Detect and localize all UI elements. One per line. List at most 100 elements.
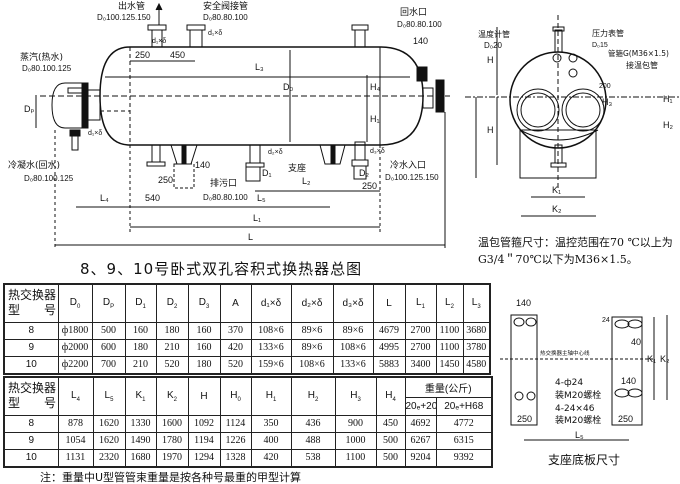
header-symbol: L bbox=[386, 297, 392, 309]
dim-K2: K₂ bbox=[552, 204, 562, 214]
table-cell: 160 bbox=[187, 321, 221, 340]
table-cell: 420 bbox=[219, 338, 252, 357]
table-cell: 878 bbox=[57, 414, 94, 433]
dim-L1: L₁ bbox=[253, 213, 261, 223]
header-subscript: 1 bbox=[142, 396, 146, 403]
header-symbol: L bbox=[445, 296, 451, 308]
plate-dim-250-b: 250 bbox=[618, 414, 633, 424]
header-subscript: 4 bbox=[392, 396, 396, 403]
model-header: 热交换器型 号 bbox=[3, 283, 59, 323]
table-cell: 8 bbox=[3, 321, 59, 340]
header-subscript: 1 bbox=[272, 396, 277, 403]
header-subscript: 2 bbox=[173, 396, 177, 403]
table-cell: 2320 bbox=[92, 448, 126, 467]
header-subscript: 2 bbox=[450, 303, 454, 310]
vessel-side-view bbox=[35, 2, 450, 248]
label-return: 回水口 bbox=[400, 6, 427, 18]
table1-header-cell: D0 bbox=[57, 283, 93, 323]
header-symbol: D bbox=[69, 296, 77, 308]
table2-header-cell: L5 bbox=[92, 376, 126, 416]
table1-header-cell: DP bbox=[91, 283, 126, 323]
header-symbol: d₂×δ bbox=[301, 297, 323, 309]
table-cell: 4692 bbox=[404, 414, 437, 433]
header-symbol: H bbox=[265, 389, 273, 401]
header-subscript: 3 bbox=[205, 303, 210, 310]
dim-H3: H₃ bbox=[602, 97, 612, 107]
table-cell: 1780 bbox=[155, 431, 189, 450]
plate-dim-24: 24 bbox=[602, 317, 610, 324]
table-cell: 1100 bbox=[435, 338, 464, 357]
table2-header-cell: H bbox=[187, 376, 221, 416]
table-cell: 1600 bbox=[155, 414, 189, 433]
table-cell: 5883 bbox=[372, 355, 406, 374]
header-symbol: D bbox=[198, 296, 206, 308]
header-symbol: H bbox=[307, 389, 315, 401]
header-symbol: L bbox=[416, 296, 422, 308]
plate-dim-140: 140 bbox=[516, 298, 531, 308]
table1-header-cell: d₂×δ bbox=[290, 283, 334, 323]
table-cell: 210 bbox=[155, 338, 189, 357]
table-cell: 160 bbox=[187, 338, 221, 357]
table-cell: 6315 bbox=[435, 431, 493, 450]
table1-header-cell: D1 bbox=[124, 283, 157, 323]
table-cell: 180 bbox=[155, 321, 189, 340]
table-cell: 3680 bbox=[462, 321, 491, 340]
dim-L: L bbox=[248, 232, 253, 242]
plate-hole2: 4-24×46 bbox=[555, 404, 595, 414]
label-pressure-dn: D₀15 bbox=[592, 42, 608, 49]
label-condensate-dn: D₀80.100.125 bbox=[24, 174, 74, 183]
header-subscript: 1 bbox=[142, 303, 146, 310]
header-subscript: 1 bbox=[421, 303, 425, 310]
table-cell: 1194 bbox=[187, 431, 221, 450]
table-cell: 10 bbox=[3, 448, 59, 467]
dim-H4: H₄ bbox=[370, 82, 380, 92]
table-cell: 1100 bbox=[334, 448, 377, 467]
header-symbol: L bbox=[471, 296, 478, 308]
header-symbol: H bbox=[385, 389, 393, 401]
table-cell: 180 bbox=[187, 355, 221, 374]
plate-dim-K1: K₁ bbox=[647, 354, 656, 364]
table-cell: 10 bbox=[3, 355, 59, 374]
header-subscript: 0 bbox=[76, 303, 81, 310]
table-cell: 4679 bbox=[372, 321, 406, 340]
table-cell: 1124 bbox=[219, 414, 252, 433]
table-cell: 1620 bbox=[92, 431, 126, 450]
header-symbol: L bbox=[71, 389, 77, 401]
dim-140-b: 140 bbox=[413, 36, 428, 46]
table2-header-cell: H3 bbox=[334, 376, 377, 416]
support-plate-title: 支座底板尺寸 bbox=[548, 453, 621, 467]
dim-200: 200 bbox=[599, 83, 611, 90]
table-cell: 400 bbox=[250, 431, 292, 450]
dim-250-c: 250 bbox=[362, 181, 377, 191]
dim-L5: L₅ bbox=[257, 193, 266, 203]
table-cell: 1330 bbox=[124, 414, 157, 433]
label-steam-dn: D₀80.100.125 bbox=[22, 64, 72, 73]
header-symbol: A bbox=[232, 297, 239, 309]
table1-header-cell: L1 bbox=[404, 283, 437, 323]
table-cell: 160 bbox=[124, 321, 157, 340]
dim-Dp: Dₚ bbox=[24, 104, 34, 114]
header-symbol: D bbox=[166, 296, 174, 308]
table-cell: 89×6 bbox=[290, 321, 334, 340]
table-cell: 9 bbox=[3, 431, 59, 450]
dim-d1-c: d₁×δ bbox=[88, 130, 102, 137]
table-cell: 2700 bbox=[404, 321, 437, 340]
header-symbol: K bbox=[135, 389, 143, 401]
table-cell: 350 bbox=[250, 414, 292, 433]
header-subscript: 3 bbox=[477, 303, 481, 310]
plate-hole1: 4-ф24 bbox=[555, 378, 583, 388]
table-cell: 520 bbox=[219, 355, 252, 374]
table-cell: 488 bbox=[290, 431, 336, 450]
plate-dim-K2: K₂ bbox=[660, 354, 670, 364]
table1-header-cell: D2 bbox=[155, 283, 189, 323]
label-pressure: 压力表管 bbox=[592, 28, 624, 38]
table-cell: 600 bbox=[91, 338, 126, 357]
drawing-labels: 出水管 D₀100.125.150 安全阀接管 D₀80.80.100 回水口 … bbox=[8, 0, 673, 440]
dim-d1-b: d₁×δ bbox=[208, 30, 222, 37]
table-cell: 4772 bbox=[435, 414, 493, 433]
